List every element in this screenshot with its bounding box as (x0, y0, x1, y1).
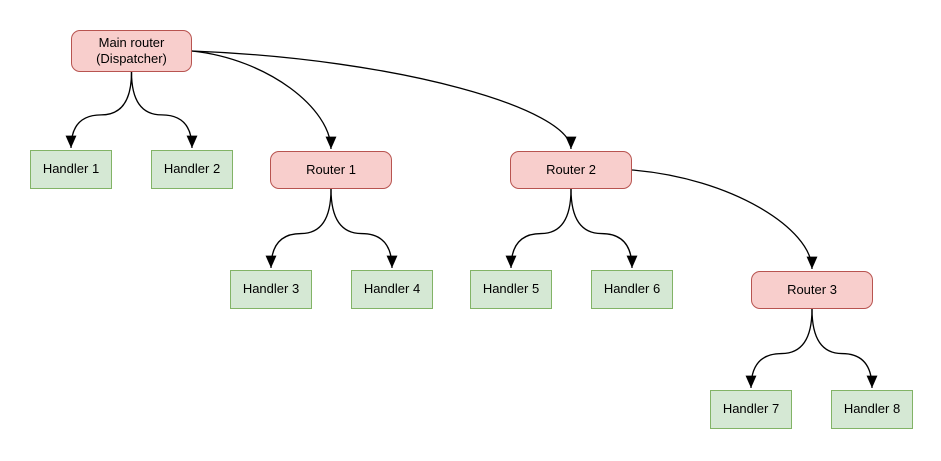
node-router-2[interactable]: Router 2 (510, 151, 632, 189)
node-handler-3[interactable]: Handler 3 (230, 270, 312, 309)
edge-main-router-to-handler-1 (65, 71, 133, 149)
edge-router-2-to-handler-6 (570, 188, 638, 269)
edge-router-3-to-handler-8 (811, 308, 878, 389)
node-router-1[interactable]: Router 1 (270, 151, 392, 189)
node-handler-7[interactable]: Handler 7 (710, 390, 792, 429)
node-handler-1[interactable]: Handler 1 (30, 150, 112, 189)
edge-router-2-to-router-3 (631, 169, 818, 270)
edge-router-1-to-handler-4 (330, 188, 398, 269)
edge-main-router-to-handler-2 (130, 71, 198, 149)
edge-main-router-to-router-1 (191, 50, 337, 150)
edge-main-router-to-router-2 (191, 50, 577, 150)
node-router-3[interactable]: Router 3 (751, 271, 873, 309)
node-handler-5[interactable]: Handler 5 (470, 270, 552, 309)
node-handler-4[interactable]: Handler 4 (351, 270, 433, 309)
node-handler-6[interactable]: Handler 6 (591, 270, 673, 309)
node-handler-8[interactable]: Handler 8 (831, 390, 913, 429)
edge-router-1-to-handler-3 (265, 188, 332, 269)
edge-router-2-to-handler-5 (505, 188, 572, 269)
node-main-router[interactable]: Main router (Dispatcher) (71, 30, 192, 72)
edge-router-3-to-handler-7 (745, 308, 813, 389)
node-handler-2[interactable]: Handler 2 (151, 150, 233, 189)
